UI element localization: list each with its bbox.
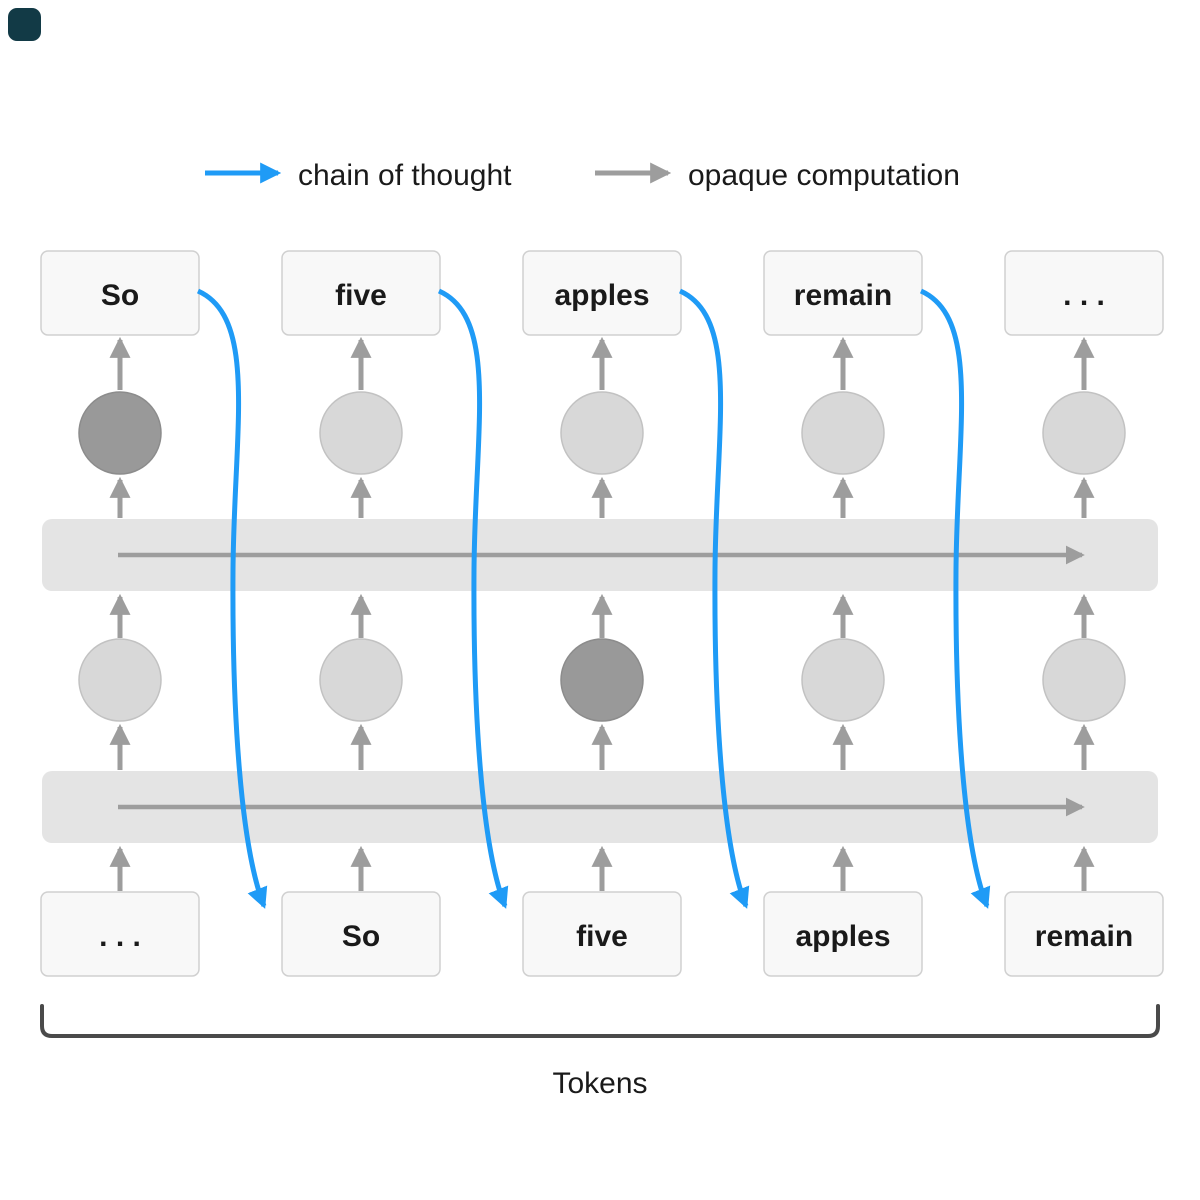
output-token-label-col4: remain <box>794 279 892 312</box>
column-2: five So <box>281 250 441 977</box>
tokens-bracket <box>40 1004 1160 1038</box>
input-token-box-col3 <box>522 891 682 977</box>
output-token-label-col2: five <box>335 279 387 312</box>
input-token-label-col3: five <box>576 920 628 953</box>
layer-bands <box>42 519 1158 843</box>
input-token-box-col1 <box>40 891 200 977</box>
legend-opaque-label: opaque computation <box>688 159 960 192</box>
input-token-box-col2 <box>281 891 441 977</box>
output-token-label-col3: apples <box>554 279 649 312</box>
hidden-unit-top-col1-active <box>78 391 162 475</box>
cot-curve-five <box>437 288 509 909</box>
column-1: So . . . <box>40 250 200 977</box>
input-token-label-col5: remain <box>1035 920 1133 953</box>
input-token-box-col5 <box>1004 891 1164 977</box>
output-token-label-col5: . . . <box>1063 279 1105 312</box>
column-3: apples five <box>522 250 682 977</box>
hidden-unit-mid-col2 <box>319 638 403 722</box>
input-token-label-col4: apples <box>795 920 890 953</box>
column-5: . . . remain <box>1004 250 1164 977</box>
legend: chain of thought opaque computation <box>205 159 960 192</box>
hidden-unit-top-col4 <box>801 391 885 475</box>
hidden-unit-top-col3 <box>560 391 644 475</box>
hidden-unit-top-col5 <box>1042 391 1126 475</box>
hidden-unit-mid-col3-active <box>560 638 644 722</box>
tokens-caption: Tokens <box>552 1067 647 1100</box>
output-token-box-col5 <box>1004 250 1164 336</box>
input-token-label-col2: So <box>342 920 380 953</box>
hidden-unit-mid-col1 <box>78 638 162 722</box>
chain-of-thought-curves <box>196 288 991 909</box>
legend-chain-label: chain of thought <box>298 159 512 192</box>
input-token-box-col4 <box>763 891 923 977</box>
input-token-label-col1: . . . <box>99 920 141 953</box>
hidden-unit-mid-col4 <box>801 638 885 722</box>
tokens-caption-group: Tokens <box>40 1004 1160 1100</box>
column-4: remain apples <box>763 250 923 977</box>
cot-curve-so <box>196 288 268 909</box>
output-token-label-col1: So <box>101 279 139 312</box>
hidden-unit-top-col2 <box>319 391 403 475</box>
hidden-unit-mid-col5 <box>1042 638 1126 722</box>
cot-curve-apples <box>678 288 750 909</box>
cot-curve-remain <box>919 288 991 909</box>
corner-logo-mark <box>8 8 41 41</box>
